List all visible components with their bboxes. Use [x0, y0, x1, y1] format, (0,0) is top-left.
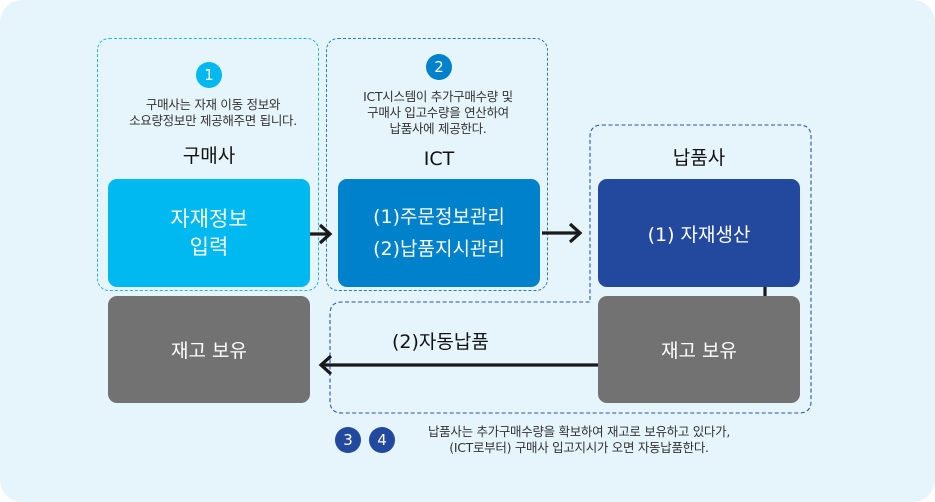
- auto-delivery-label: (2)자동납품: [392, 331, 489, 353]
- material-production-box[interactable]: (1) 자재생산: [598, 179, 800, 287]
- buyer-note-line: 소요량정보만 제공해주면 됩니다.: [129, 113, 297, 128]
- step-badge-1: 1: [196, 62, 222, 88]
- ict-note: ICT시스템이 추가구매수량 및 구매사 입고수량을 연산하여 납품사에 제공한…: [330, 89, 546, 137]
- box-label-line: 자재정보: [170, 207, 248, 231]
- supplier-note-line: (ICT로부터) 구매사 입고지시가 오면 자동납품한다.: [449, 440, 709, 455]
- ict-note-line: 납품사에 제공한다.: [389, 121, 487, 136]
- buyer-zone: [97, 38, 319, 291]
- buyer-note: 구매사는 자재 이동 정보와 소요량정보만 제공해주면 됩니다.: [108, 97, 318, 129]
- ict-note-line: 구매사 입고수량을 연산하여: [367, 105, 509, 120]
- ict-zone: [326, 38, 548, 291]
- step-badge-2: 2: [426, 54, 452, 80]
- box-label: 재고 보유: [661, 340, 737, 362]
- buyer-stock-box[interactable]: 재고 보유: [108, 296, 310, 403]
- supplier-stock-box[interactable]: 재고 보유: [598, 296, 800, 403]
- supplier-note: 납품사는 추가구매수량을 확보하여 재고로 보유하고 있다가, (ICT로부터)…: [404, 424, 754, 456]
- supplier-title: 납품사: [672, 147, 726, 169]
- supplier-zone-outline: [329, 124, 812, 414]
- step-badge-4: 4: [369, 427, 395, 453]
- arrow-ict-to-supplier: [542, 222, 583, 244]
- box-label-line: (2)납품지시관리: [373, 238, 505, 260]
- buyer-note-line: 구매사는 자재 이동 정보와: [145, 97, 281, 112]
- arrow-auto-delivery: [318, 354, 608, 376]
- buyer-title: 구매사: [182, 145, 236, 167]
- step-badge-3: 3: [335, 427, 361, 453]
- box-label-line: (1)주문정보관리: [373, 206, 505, 228]
- box-label-line: 입력: [189, 235, 229, 259]
- box-label: 재고 보유: [171, 340, 247, 362]
- material-info-input-box[interactable]: 자재정보 입력: [108, 179, 310, 287]
- supplier-note-line: 납품사는 추가구매수량을 확보하여 재고로 보유하고 있다가,: [427, 424, 731, 439]
- ict-note-line: ICT시스템이 추가구매수량 및: [363, 89, 513, 104]
- ict-title: ICT: [423, 148, 455, 170]
- box-label: (1) 자재생산: [647, 223, 751, 246]
- ict-management-box[interactable]: (1)주문정보관리 (2)납품지시관리: [338, 179, 540, 287]
